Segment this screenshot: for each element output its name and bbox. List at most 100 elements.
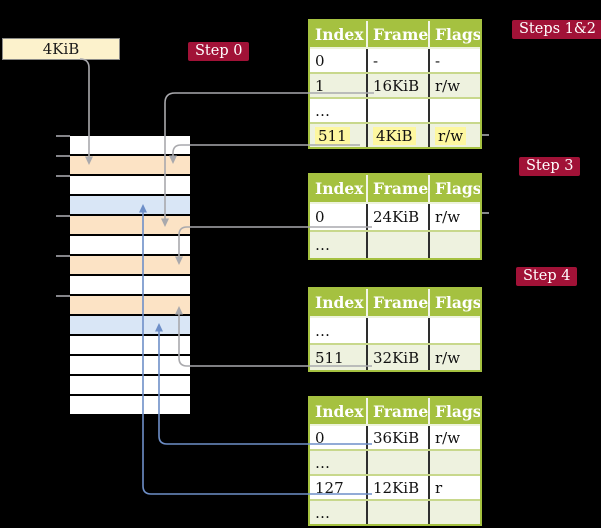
table-cell: 511 <box>310 345 366 370</box>
cell-text: 16KiB <box>373 76 420 95</box>
table-row: … <box>310 449 480 474</box>
table-cell: r <box>428 476 480 499</box>
memory-tick-marks <box>56 135 70 297</box>
column-header-frame: Frame <box>366 289 428 316</box>
cell-text: 36KiB <box>373 428 420 447</box>
table-cell <box>428 232 480 258</box>
memory-row-empty <box>70 356 190 374</box>
table-cell: 36KiB <box>366 426 428 449</box>
memory-row-empty <box>70 176 190 194</box>
cell-text: 0 <box>315 428 325 447</box>
badge-step-0: Step 0 <box>188 42 250 61</box>
table-4-header: Index Frame Flags <box>310 398 480 424</box>
memory-row-empty <box>70 336 190 354</box>
table-cell: … <box>310 99 366 122</box>
table-row: 127 12KiB r <box>310 474 480 499</box>
table-cell: 0 <box>310 426 366 449</box>
cell-text: 511 <box>315 348 344 367</box>
cell-text: 12KiB <box>373 478 420 497</box>
memory-row-page-table <box>70 216 190 234</box>
table-cell: r/w <box>428 345 480 370</box>
cell-text: … <box>315 503 330 522</box>
cell-text: 0 <box>315 51 325 70</box>
memory-row-empty <box>70 236 190 254</box>
memory-row-mapped-page <box>70 316 190 334</box>
cell-text-highlighted: 4KiB <box>373 126 416 145</box>
table-cell: r/w <box>428 124 480 147</box>
table-cell: 0 <box>310 49 366 72</box>
badge-step-3: Step 3 <box>519 157 581 176</box>
page-table-2: Index Frame Flags 0 24KiB r/w … <box>308 173 482 260</box>
cell-text: - <box>435 51 441 70</box>
cell-text-highlighted: 511 <box>315 126 350 145</box>
cell-text: … <box>315 236 330 254</box>
table-cell <box>366 232 428 258</box>
column-header-frame: Frame <box>366 21 428 47</box>
table-cell <box>428 99 480 122</box>
table-cell <box>366 451 428 474</box>
table-cell: 0 <box>310 204 366 230</box>
table-cell <box>366 99 428 122</box>
memory-row-empty <box>70 376 190 394</box>
column-header-flags: Flags <box>428 175 480 202</box>
cr3-frame-label-box: 4KiB <box>2 38 120 60</box>
column-header-flags: Flags <box>428 21 480 47</box>
table-cell <box>366 501 428 524</box>
column-header-index: Index <box>315 24 364 44</box>
column-header-index: Index <box>315 293 364 312</box>
table-row-highlighted: 511 4KiB r/w <box>310 122 480 147</box>
memory-column <box>70 136 190 416</box>
cell-text: 0 <box>315 208 325 226</box>
memory-row-empty <box>70 396 190 414</box>
table-row: 0 36KiB r/w <box>310 424 480 449</box>
memory-row-page-table <box>70 296 190 314</box>
column-header-frame: Frame <box>366 398 428 424</box>
table-row: 511 32KiB r/w <box>310 343 480 370</box>
table-cell: 24KiB <box>366 204 428 230</box>
cell-text: … <box>315 321 330 340</box>
cell-text: - <box>373 51 379 70</box>
table-row: 1 16KiB r/w <box>310 72 480 97</box>
table-cell: 127 <box>310 476 366 499</box>
memory-row-mapped-page <box>70 196 190 214</box>
table-cell: 511 <box>310 124 366 147</box>
cell-text: 1 <box>315 76 325 95</box>
cell-text: 127 <box>315 478 344 497</box>
table-cell: … <box>310 318 366 343</box>
cell-text: r <box>435 478 443 497</box>
table-cell: r/w <box>428 74 480 97</box>
table-row: … <box>310 499 480 524</box>
cell-text: 24KiB <box>373 208 420 226</box>
table-cell <box>428 501 480 524</box>
table-2-header: Index Frame Flags <box>310 175 480 202</box>
table-row: … <box>310 97 480 122</box>
memory-row-empty <box>70 136 190 154</box>
page-table-4: Index Frame Flags 0 36KiB r/w … 127 12Ki… <box>308 396 482 526</box>
table-cell <box>428 451 480 474</box>
table-cell <box>428 318 480 343</box>
table-cell <box>366 318 428 343</box>
table-cell: … <box>310 451 366 474</box>
column-header-flags: Flags <box>428 289 480 316</box>
table-cell: 1 <box>310 74 366 97</box>
page-table-3: Index Frame Flags … 511 32KiB r/w <box>308 287 482 372</box>
table-cell: 4KiB <box>366 124 428 147</box>
table-cell: 32KiB <box>366 345 428 370</box>
table-cell: r/w <box>428 426 480 449</box>
column-header-frame: Frame <box>366 175 428 202</box>
table-row: … <box>310 316 480 343</box>
memory-row-page-table <box>70 256 190 274</box>
cell-text: r/w <box>435 208 461 226</box>
table-row: … <box>310 230 480 258</box>
table-row: 0 - - <box>310 47 480 72</box>
table-cell: … <box>310 232 366 258</box>
page-table-1: Index Frame Flags 0 - - 1 16KiB r/w … 51… <box>308 19 482 149</box>
column-header-index: Index <box>315 401 364 421</box>
cell-text: r/w <box>435 76 461 95</box>
badge-step-4: Step 4 <box>516 267 578 286</box>
cell-text: 32KiB <box>373 348 420 367</box>
table-cell: … <box>310 501 366 524</box>
table-cell: - <box>428 49 480 72</box>
table-cell: 12KiB <box>366 476 428 499</box>
